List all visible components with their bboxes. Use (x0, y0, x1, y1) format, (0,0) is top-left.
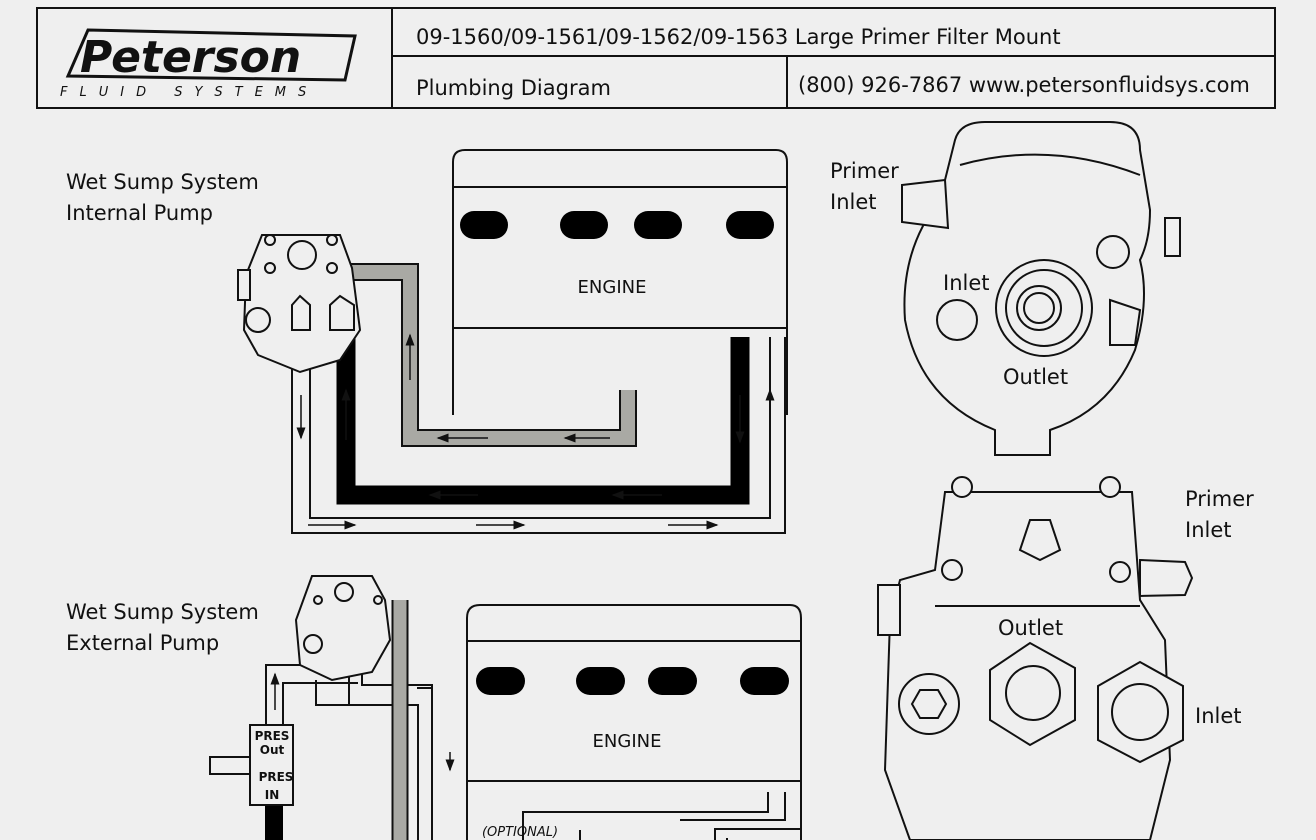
engine-block: ENGINE (466, 604, 802, 840)
document-subtitle: Plumbing Diagram (416, 76, 611, 100)
filter-mount-side-view: Primer Inlet Outlet Inlet (877, 476, 1254, 840)
engine-block: ENGINE (452, 149, 788, 415)
svg-text:Primer: Primer (830, 159, 899, 183)
svg-text:Wet Sump System: Wet Sump System (66, 170, 259, 194)
svg-text:Inlet: Inlet (943, 271, 990, 295)
svg-text:FLUID SYSTEMS: FLUID SYSTEMS (60, 85, 318, 100)
svg-text:PRES: PRES (255, 729, 290, 743)
peterson-logo: Peterson FLUID SYSTEMS (60, 28, 357, 100)
svg-text:Out: Out (260, 743, 285, 757)
svg-text:Primer: Primer (1185, 487, 1254, 511)
svg-text:ENGINE: ENGINE (593, 731, 662, 752)
svg-text:Inlet: Inlet (1195, 704, 1242, 728)
pump-filter-mount (237, 234, 362, 374)
contact-info: (800) 926-7867 www.petersonfluidsys.com (798, 73, 1250, 97)
svg-text:Peterson: Peterson (80, 32, 301, 83)
svg-text:ENGINE: ENGINE (578, 277, 647, 298)
svg-text:Outlet: Outlet (998, 616, 1063, 640)
optional-label: (OPTIONAL) (482, 825, 558, 840)
internal-pump-diagram: Wet Sump System Internal Pump ENGINE (66, 149, 788, 534)
filter-mount-front-view: Primer Inlet Inlet Outlet (830, 121, 1181, 456)
svg-text:Outlet: Outlet (1003, 365, 1068, 389)
svg-text:Inlet: Inlet (1185, 518, 1232, 542)
svg-text:External Pump: External Pump (66, 631, 219, 655)
pressure-regulator: PRES Out PRES IN (209, 724, 294, 806)
external-pump-diagram: Wet Sump System External Pump ENGINE (66, 575, 802, 840)
svg-text:Internal Pump: Internal Pump (66, 201, 213, 225)
return-line (291, 315, 786, 534)
svg-text:IN: IN (265, 788, 280, 802)
document-title: 09-1560/09-1561/09-1562/09-1563 Large Pr… (416, 25, 1061, 49)
title-block: Peterson FLUID SYSTEMS 09-1560/09-1561/0… (36, 7, 1276, 109)
svg-text:Wet Sump System: Wet Sump System (66, 600, 259, 624)
pump-filter-mount (294, 575, 392, 682)
svg-text:PRES: PRES (259, 770, 294, 784)
svg-text:Inlet: Inlet (830, 190, 877, 214)
